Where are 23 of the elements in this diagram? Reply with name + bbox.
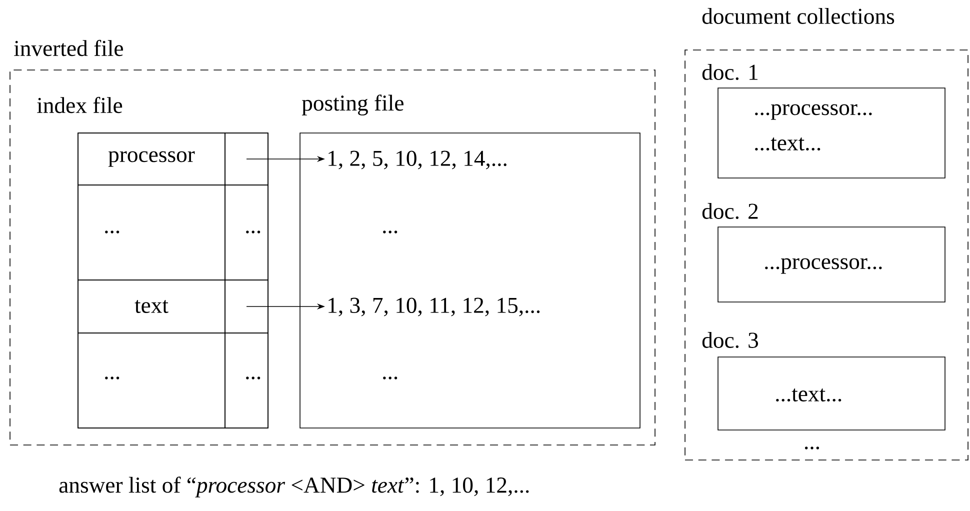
node-label: index file (37, 96, 122, 114)
table-cell: ... (78, 184, 226, 280)
document-box: doc. 2 ...processor... (702, 202, 946, 302)
pointer-cell: ... (224, 332, 268, 428)
document-box: doc. 1 ...processor... ...text... (702, 64, 946, 178)
table-cell: text (78, 280, 226, 334)
node-label: doc. 3 (702, 332, 758, 348)
ellipsis-text: ... (383, 230, 398, 234)
table-cell: processor (78, 132, 226, 186)
node-label: posting file (302, 94, 404, 116)
pointer-cell: ... (224, 184, 268, 280)
node-label: document collections (702, 8, 894, 24)
pointer-cell (224, 280, 268, 334)
ellipsis-text: ... (383, 376, 398, 380)
table-cell: ... (78, 332, 226, 428)
node-label: doc. 1 (702, 64, 758, 80)
document-box: doc. 3 ...text... (702, 332, 946, 430)
pointer-cell (224, 132, 268, 186)
posting-list: 1, 2, 5, 10, 12, 14,... (328, 150, 506, 170)
node-label: doc. 2 (702, 202, 758, 220)
node-label: inverted file (14, 40, 123, 56)
caption-text: answer list of “processor <AND> text”: 1, 10, 12,... (59, 476, 529, 498)
posting-list: 1, 3, 7, 10, 11, 12, 15,... (328, 298, 540, 316)
